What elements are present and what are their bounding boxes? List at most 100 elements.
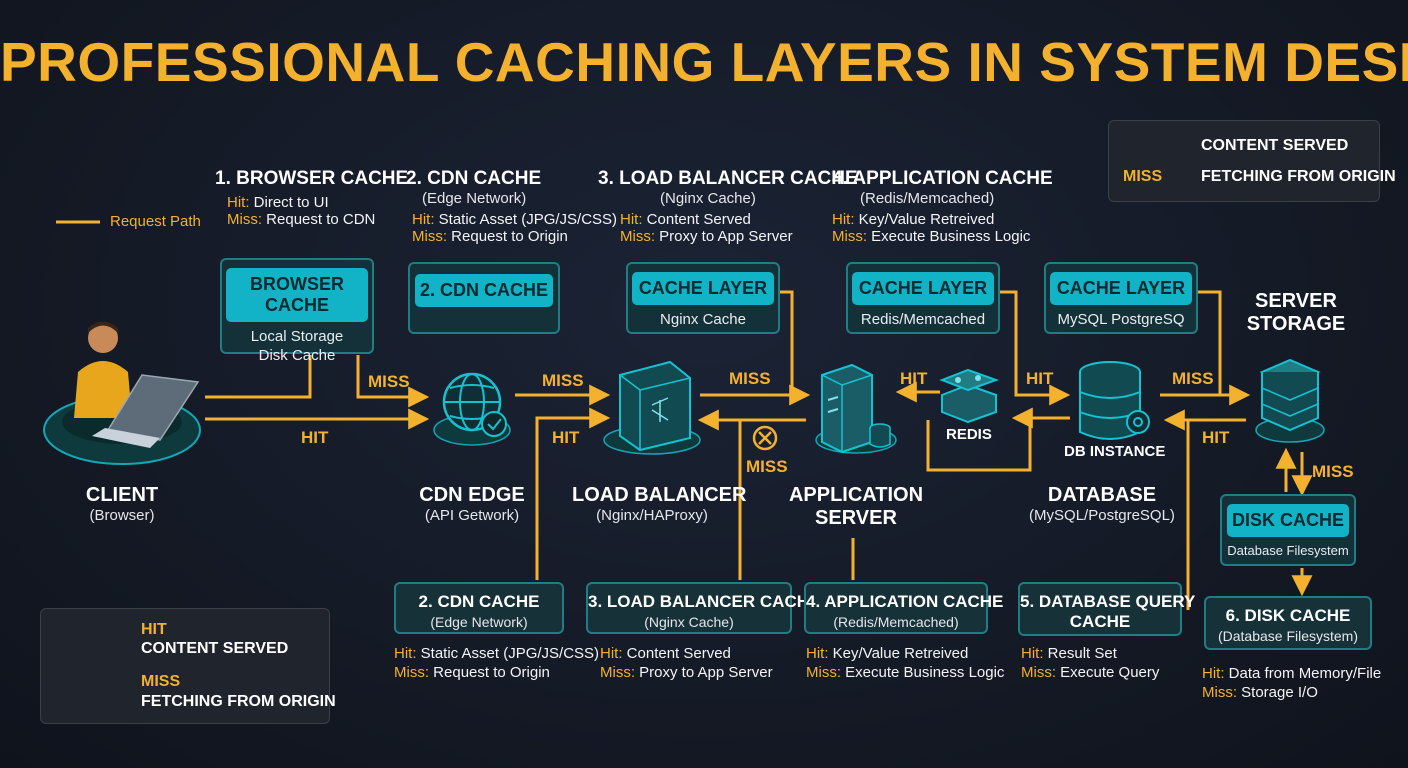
node-name: DATABASE	[1047, 484, 1157, 506]
redis-icon	[939, 368, 999, 424]
note-miss: Miss: Proxy to App Server	[600, 664, 773, 681]
card-sub: (Redis/Memcached)	[833, 614, 959, 630]
globe-icon	[433, 372, 511, 446]
note-hit: Hit: Content Served	[600, 645, 731, 662]
layer-miss: Miss: Request to Origin	[412, 228, 568, 245]
card-pill: CACHE LAYER	[1050, 272, 1192, 305]
lb-cache-card: CACHE LAYER Nginx Cache	[626, 262, 780, 334]
card-line: Disk Cache	[258, 347, 336, 364]
edge-label-hit: HIT	[1202, 428, 1230, 447]
card-heading: 5. DATABASE QUERY	[1020, 592, 1196, 611]
edge-label-miss: MISS	[746, 457, 788, 476]
note-miss: Miss: Execute Business Logic	[806, 664, 1005, 681]
node-name: CLIENT	[85, 484, 159, 506]
edge-label-miss: MISS	[1172, 369, 1214, 388]
db-cache-line	[1198, 290, 1222, 395]
bottom-note-db: Hit: Result Set Miss: Execute Query	[1021, 645, 1159, 681]
note-hit: Hit: Result Set	[1021, 645, 1117, 662]
node-database: DATABASE (MySQL/PostgreSQL)	[1018, 484, 1186, 524]
layer-sub: (Edge Network)	[422, 190, 527, 207]
disk-cache-card: DISK CACHE Database Filesystem	[1220, 494, 1356, 566]
bottom-card-cdn: 2. CDN CACHE (Edge Network)	[394, 582, 564, 634]
app-cache-to-db-arrow	[1000, 290, 1071, 406]
top-layer-cdn: 2. CDN CACHE (Edge Network) Hit: Static …	[394, 168, 617, 245]
node-server-storage: SERVER STORAGE	[1236, 290, 1356, 336]
edge-label-hit: HIT	[301, 428, 329, 447]
node-db-instance: DB INSTANCE	[1064, 443, 1166, 460]
card-heading: 2. CDN CACHE	[418, 592, 540, 611]
node-redis: REDIS	[946, 426, 992, 443]
bottom-note-lb: Hit: Content Served Miss: Proxy to App S…	[600, 645, 773, 681]
database-icon	[1079, 361, 1150, 440]
card-pill: BROWSER CACHE	[226, 268, 368, 322]
legend-hit-label: HIT	[141, 621, 167, 638]
edge-label-miss: MISS	[1312, 462, 1354, 481]
storage-server-icon	[1255, 358, 1325, 443]
card-heading: CACHE	[1069, 612, 1131, 631]
layer-heading: 1. BROWSER CACHE	[215, 168, 409, 189]
lb-cache-line	[780, 290, 794, 395]
node-sub: (Browser)	[89, 507, 155, 524]
node-name: SERVER	[1255, 290, 1337, 312]
legend-fetching-label: FETCHING FROM ORIGIN	[141, 693, 336, 710]
bottom-card-disk: 6. DISK CACHE (Database Filesystem)	[1204, 596, 1372, 650]
layer-heading: 4. APPLICATION CACHE	[832, 168, 1053, 189]
edge-label-miss: MISS	[368, 372, 410, 391]
top-layer-app: 4. APPLICATION CACHE (Redis/Memcached) H…	[832, 168, 1053, 245]
card-heading: 4. APPLICATION CACHE	[806, 592, 1004, 611]
card-pill: DISK CACHE	[1227, 504, 1349, 537]
node-name: APPLICATION	[788, 484, 924, 506]
note-hit: Hit: Key/Value Retreived	[806, 645, 969, 662]
card-pill: CACHE LAYER	[632, 272, 774, 305]
card-heading: 6. DISK CACHE	[1225, 606, 1351, 625]
note-hit: Hit: Static Asset (JPG/JS/CSS)	[394, 645, 600, 662]
legend-content-served: CONTENT SERVED	[1201, 137, 1349, 154]
legend-miss-label: MISS	[141, 673, 181, 690]
miss-x-icon	[752, 425, 778, 451]
node-sub: (API Getwork)	[424, 507, 520, 524]
request-path-label: Request Path	[110, 213, 201, 230]
node-name: LOAD BALANCER	[572, 484, 747, 506]
bottom-note-cdn: Hit: Static Asset (JPG/JS/CSS) Miss: Req…	[394, 645, 599, 681]
layer-miss: Miss: Execute Business Logic	[832, 228, 1031, 245]
card-line: Local Storage	[250, 328, 344, 345]
card-sub: (Nginx Cache)	[644, 614, 734, 630]
card-heading: 3. LOAD BALANCER CACHE	[588, 592, 821, 611]
cdn-hit-arrow	[535, 407, 611, 580]
bottom-note-disk: Hit: Data from Memory/File Miss: Storage…	[1202, 665, 1381, 701]
bottom-card-lb: 3. LOAD BALANCER CACHE (Nginx Cache)	[586, 582, 821, 634]
client-person-icon	[43, 321, 201, 465]
edge-label-miss: MISS	[729, 369, 771, 388]
node-app-server: APPLICATION SERVER	[786, 484, 926, 530]
legend-top: CONTENT SERVED MISS FETCHING FROM ORIGIN	[1108, 120, 1396, 202]
app-server-icon	[815, 363, 897, 454]
node-name: CDN EDGE	[419, 484, 525, 506]
legend-miss-prefix: MISS	[1123, 168, 1163, 185]
layer-heading: 2. CDN CACHE	[406, 168, 542, 189]
note-miss: Miss: Request to Origin	[394, 664, 550, 681]
note-hit: Hit: Data from Memory/File	[1202, 665, 1382, 682]
app-cache-card: CACHE LAYER Redis/Memcached	[846, 262, 1000, 334]
layer-hit: Hit: Direct to UI	[227, 194, 329, 211]
legend-fetching: FETCHING FROM ORIGIN	[1201, 168, 1396, 185]
layer-miss: Miss: Request to CDN	[227, 211, 376, 228]
node-name: STORAGE	[1246, 313, 1346, 335]
card-line: Redis/Memcached	[860, 311, 986, 328]
layer-miss: Miss: Proxy to App Server	[620, 228, 793, 245]
edge-label-miss: MISS	[542, 371, 584, 390]
node-client: CLIENT (Browser)	[62, 484, 182, 524]
edge-label-hit: HIT	[900, 369, 928, 388]
node-cdn-edge: CDN EDGE (API Getwork)	[402, 484, 542, 524]
top-layer-browser: 1. BROWSER CACHE Hit: Direct to UI Miss:…	[215, 168, 408, 228]
note-miss: Miss: Storage I/O	[1202, 684, 1318, 701]
card-line: MySQL PostgreSQ	[1057, 311, 1185, 328]
bottom-card-app: 4. APPLICATION CACHE (Redis/Memcached)	[804, 582, 1004, 634]
bottom-note-app: Hit: Key/Value Retreived Miss: Execute B…	[806, 645, 1004, 681]
legend-bottom: HIT CONTENT SERVED MISS FETCHING FROM OR…	[40, 608, 336, 724]
edge-label-hit: HIT	[552, 428, 580, 447]
legend-content-served-label: CONTENT SERVED	[141, 640, 289, 657]
node-sub: (MySQL/PostgreSQL)	[1029, 507, 1175, 524]
card-sub: (Edge Network)	[430, 614, 528, 630]
page-title: PROFESSIONAL CACHING LAYERS IN SYSTEM DE…	[0, 31, 1408, 93]
